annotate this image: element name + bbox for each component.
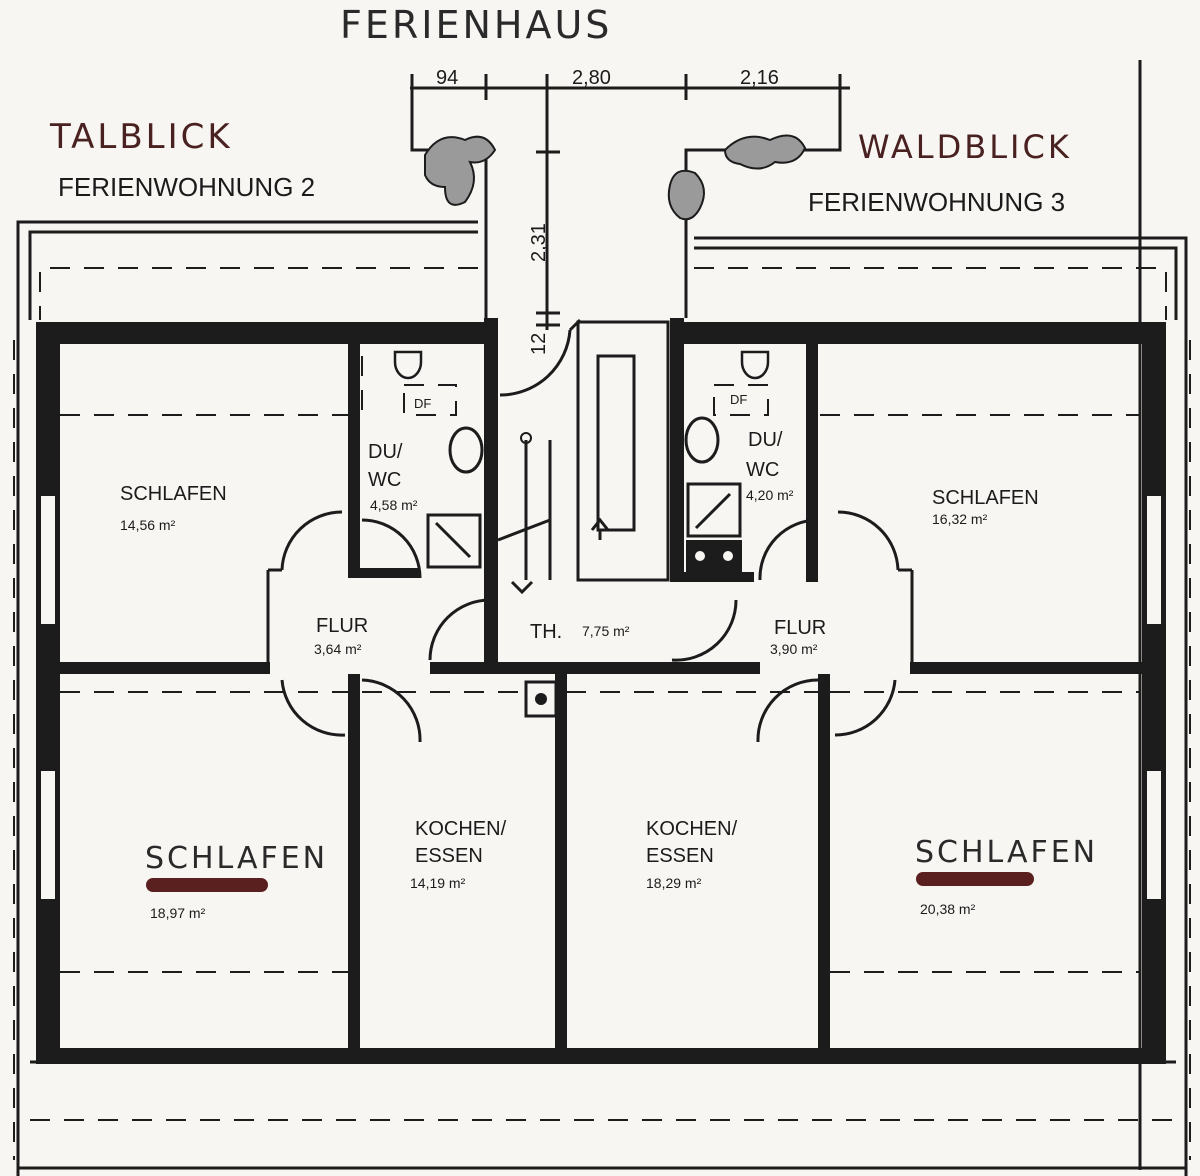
room-schlafen-tr-area: 16,32 m² <box>932 511 988 527</box>
room-kochen-r-name1: KOCHEN/ <box>646 818 738 840</box>
toilet-icon <box>393 350 423 380</box>
room-schlafen-tl-name: SCHLAFEN <box>120 483 227 505</box>
exterior-walls <box>36 322 1166 1064</box>
dimension-94: 94 <box>436 67 458 89</box>
room-flur-l-area: 3,64 m² <box>314 641 362 657</box>
room-schlafen-br-area: 20,38 m² <box>920 901 976 917</box>
sink-icon <box>448 426 484 474</box>
apartment-left-name: TALBLICK <box>49 117 233 157</box>
shower-icon <box>426 513 482 569</box>
staircase <box>497 320 670 595</box>
roof-outline <box>16 60 1188 1176</box>
room-bath-l-name1: DU/ <box>368 441 403 463</box>
dashed-eave-lines <box>13 267 1191 1160</box>
room-bath-l-name2: WC <box>368 469 401 491</box>
room-bath-r-df: DF <box>730 392 747 407</box>
room-th-name: TH. <box>530 621 562 643</box>
dimension-12: 12 <box>528 333 550 355</box>
room-bath-l-area: 4,58 m² <box>370 497 418 513</box>
toilet-icon <box>740 350 770 380</box>
room-kochen-l-area: 14,19 m² <box>410 875 466 891</box>
room-flur-r-area: 3,90 m² <box>770 641 818 657</box>
room-schlafen-tr-name: SCHLAFEN <box>932 487 1039 509</box>
struck-label <box>146 878 268 892</box>
interior-walls <box>60 318 1142 1050</box>
plant-icon <box>723 134 807 170</box>
dimension-2-31: 2,31 <box>528 223 550 262</box>
room-schlafen-tl-area: 14,56 m² <box>120 517 176 533</box>
bath-fixtures-right <box>684 350 770 572</box>
room-kochen-r-area: 18,29 m² <box>646 875 702 891</box>
room-kochen-l-name2: ESSEN <box>415 845 483 867</box>
apartment-right-unit: FERIENWOHNUNG 3 <box>808 187 1065 217</box>
bath-fixtures-left <box>393 350 484 569</box>
sink-icon <box>684 416 720 464</box>
entrance-outline <box>410 100 842 318</box>
dimension-lines <box>410 74 850 330</box>
room-bath-r-area: 4,20 m² <box>746 487 794 503</box>
room-bath-r-name1: DU/ <box>748 429 783 451</box>
page-title: FERIENHAUS <box>340 3 612 47</box>
room-flur-l-name: FLUR <box>316 615 368 637</box>
door-swings <box>280 318 900 743</box>
room-schlafen-bl-area: 18,97 m² <box>150 905 206 921</box>
plant-icon <box>424 135 497 206</box>
room-schlafen-br-name: SCHLAFEN <box>915 835 1098 870</box>
dimension-2-80: 2,80 <box>572 67 611 89</box>
plant-icon <box>667 169 705 221</box>
room-flur-r-name: FLUR <box>774 617 826 639</box>
shower-icon <box>686 482 742 538</box>
room-bath-l-df: DF <box>414 396 431 411</box>
apartment-left-unit: FERIENWOHNUNG 2 <box>58 172 315 202</box>
struck-label <box>916 872 1034 886</box>
dimension-2-16: 2,16 <box>740 67 779 89</box>
room-schlafen-bl-name: SCHLAFEN <box>145 841 328 876</box>
room-kochen-r-name2: ESSEN <box>646 845 714 867</box>
apartment-right-name: WALDBLICK <box>858 128 1072 166</box>
room-kochen-l-name1: KOCHEN/ <box>415 818 507 840</box>
room-bath-r-name2: WC <box>746 459 779 481</box>
room-th-area: 7,75 m² <box>582 623 630 639</box>
stove-icon <box>686 540 742 572</box>
